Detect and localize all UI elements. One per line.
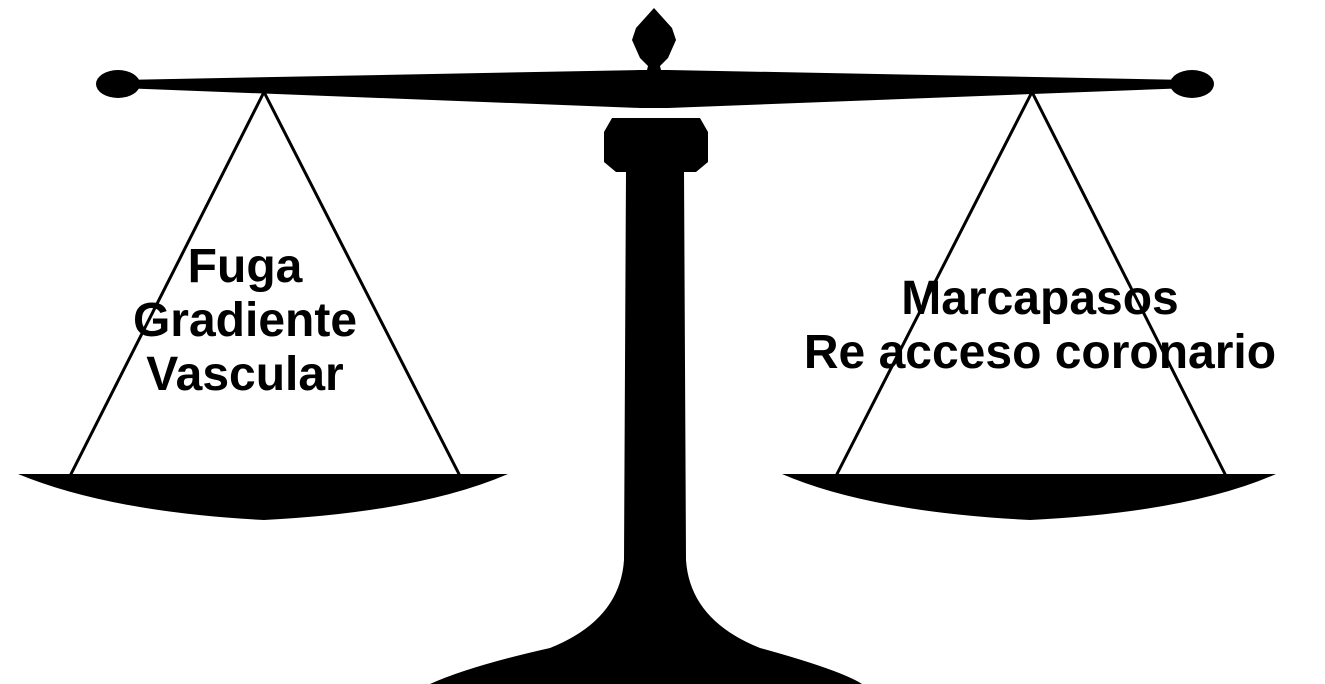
left-pan-item: Gradiente <box>132 294 358 347</box>
scale-finial <box>632 8 676 74</box>
beam-right-knob <box>1170 70 1214 98</box>
scale-beam <box>120 70 1190 108</box>
left-pan-item: Fuga <box>187 240 303 293</box>
left-pan-string <box>262 91 462 477</box>
left-pan-item: Vascular <box>146 348 344 401</box>
scale-collar <box>604 118 708 172</box>
left-pan-string <box>68 91 266 477</box>
right-pan-string <box>834 91 1034 477</box>
right-pan-labels: Marcapasos Re acceso coronario <box>740 272 1325 380</box>
scale-column <box>430 170 862 684</box>
beam-left-knob <box>96 70 140 98</box>
right-pan-item: Marcapasos <box>901 272 1179 325</box>
left-pan <box>18 474 508 520</box>
right-pan-string <box>1030 91 1228 477</box>
right-pan-item: Re acceso coronario <box>803 326 1277 379</box>
right-pan <box>782 474 1276 520</box>
left-pan-labels: Fuga Gradiente Vascular <box>95 240 395 402</box>
